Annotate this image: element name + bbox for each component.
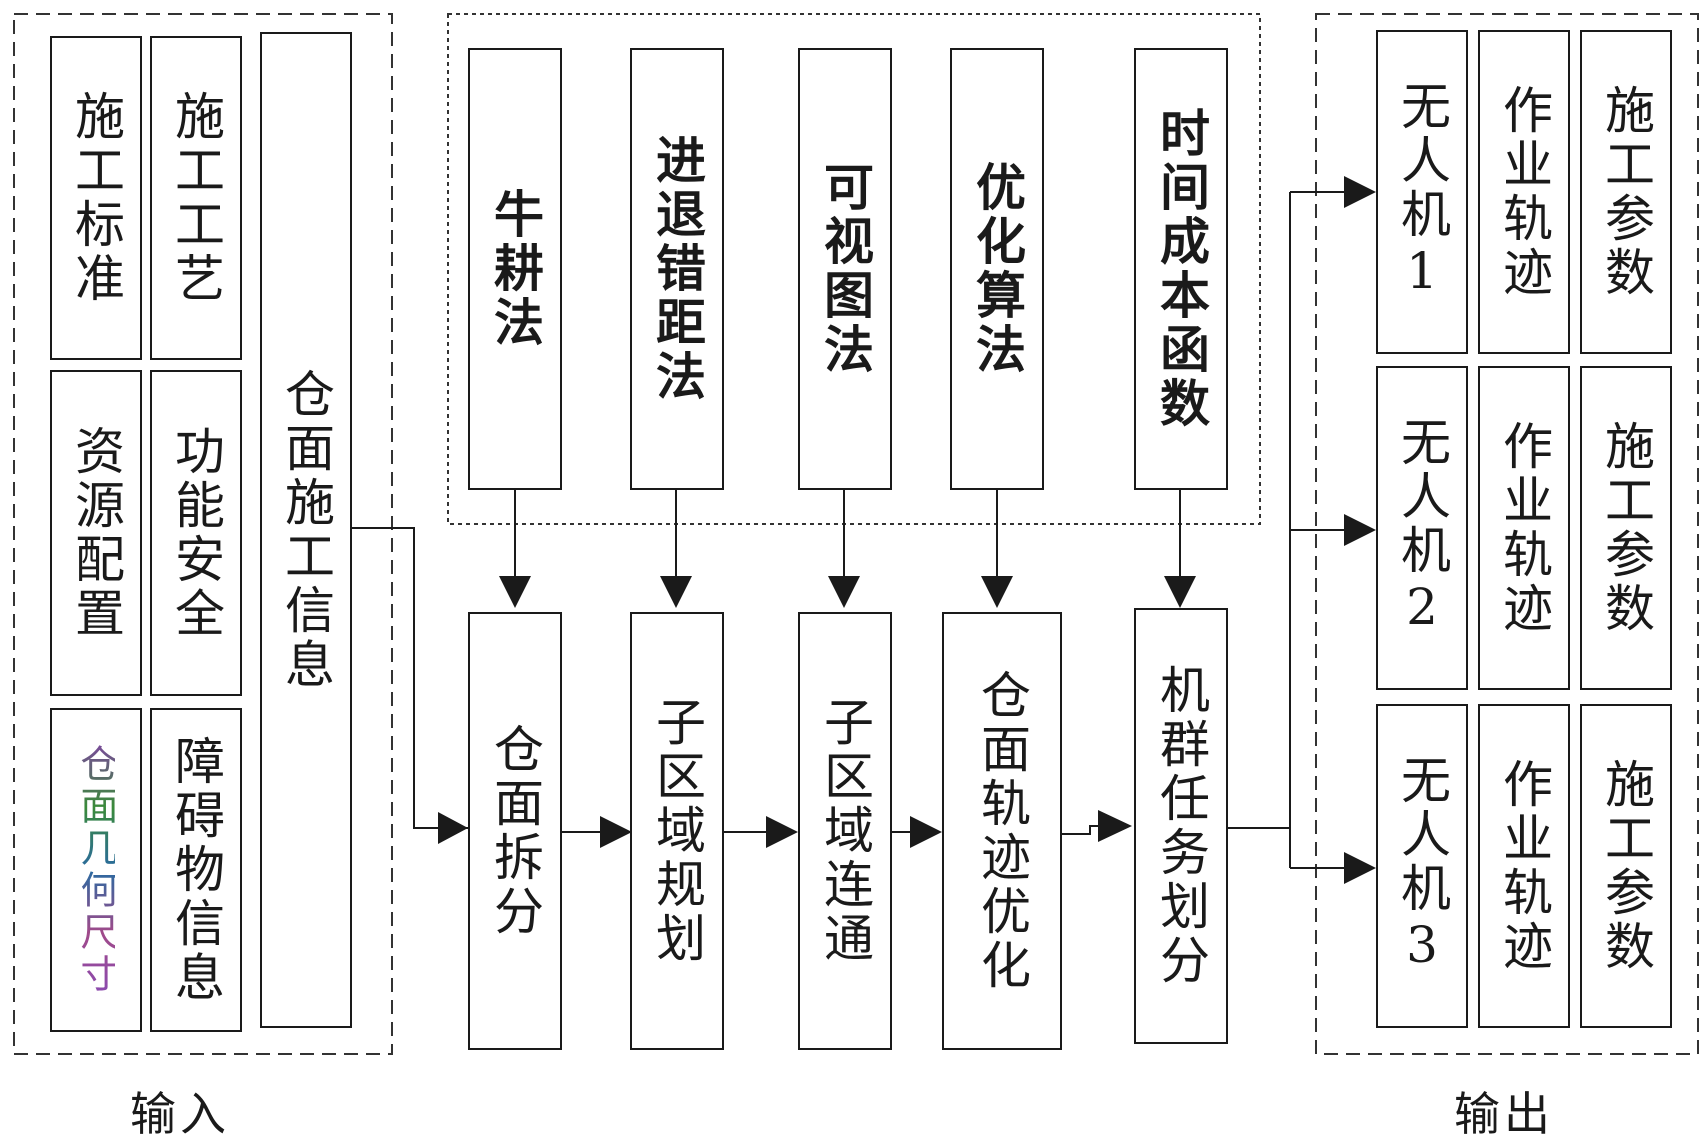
output-uav2-params-box: 施工参数: [1580, 366, 1672, 690]
method-ox-plow-label: 牛耕法: [486, 188, 545, 350]
method-ox-plow-box: 牛耕法: [468, 48, 562, 490]
output-uav2-label: 无人机2: [1393, 416, 1451, 640]
input-construction-standard-label: 施工标准: [67, 90, 125, 306]
input-surface-info-label: 仓面施工信息: [277, 368, 335, 692]
output-uav1-params-label: 施工参数: [1597, 84, 1655, 300]
input-resource-allocation-label: 资源配置: [67, 425, 125, 641]
step-surface-split-label: 仓面拆分: [486, 723, 544, 939]
output-uav2-params-label: 施工参数: [1597, 420, 1655, 636]
output-uav2-trajectory-box: 作业轨迹: [1478, 366, 1570, 690]
input-group-label: 输入: [130, 1087, 230, 1141]
step-subregion-plan-box: 子区域规划: [630, 612, 724, 1050]
input-construction-process-box: 施工工艺: [150, 36, 242, 360]
input-geometry-size-label: 仓面几何尺寸: [74, 744, 118, 996]
arrow-opt-to-task: [1062, 825, 1098, 835]
input-group-frame: [13, 13, 393, 1055]
input-obstacle-info-label: 障碍物信息: [167, 735, 225, 1005]
step-subregion-plan-label: 子区域规划: [648, 696, 706, 966]
input-resource-allocation-box: 资源配置: [50, 370, 142, 696]
input-functional-safety-box: 功能安全: [150, 370, 242, 696]
output-uav2-trajectory-label: 作业轨迹: [1495, 420, 1553, 636]
method-visibility-box: 可视图法: [798, 48, 892, 490]
output-uav1-label: 无人机1: [1393, 80, 1451, 304]
method-visibility-label: 可视图法: [816, 161, 875, 377]
input-functional-safety-label: 功能安全: [167, 425, 225, 641]
arrow-input-to-split: [352, 527, 468, 829]
output-uav1-trajectory-box: 作业轨迹: [1478, 30, 1570, 354]
output-uav1-box: 无人机1: [1376, 30, 1468, 354]
input-construction-process-label: 施工工艺: [167, 90, 225, 306]
output-uav2-box: 无人机2: [1376, 366, 1468, 690]
output-group-label: 输出: [1454, 1087, 1554, 1141]
output-uav3-trajectory-box: 作业轨迹: [1478, 704, 1570, 1028]
output-uav3-params-box: 施工参数: [1580, 704, 1672, 1028]
step-task-division-box: 机群任务划分: [1134, 608, 1228, 1044]
input-surface-info-box: 仓面施工信息: [260, 32, 352, 1028]
output-uav3-label: 无人机3: [1393, 754, 1451, 978]
input-construction-standard-box: 施工标准: [50, 36, 142, 360]
input-geometry-size-box: 仓面几何尺寸: [50, 708, 142, 1032]
step-subregion-connect-box: 子区域连通: [798, 612, 892, 1050]
output-uav1-params-box: 施工参数: [1580, 30, 1672, 354]
method-time-cost-label: 时间成本函数: [1152, 107, 1211, 431]
method-offset-box: 进退错距法: [630, 48, 724, 490]
step-trajectory-opt-label: 仓面轨迹优化: [973, 669, 1031, 993]
output-uav3-trajectory-label: 作业轨迹: [1495, 758, 1553, 974]
step-task-division-label: 机群任务划分: [1152, 664, 1210, 988]
method-optimization-label: 优化算法: [968, 161, 1027, 377]
output-uav3-box: 无人机3: [1376, 704, 1468, 1028]
method-time-cost-box: 时间成本函数: [1134, 48, 1228, 490]
output-uav3-params-label: 施工参数: [1597, 758, 1655, 974]
input-obstacle-info-box: 障碍物信息: [150, 708, 242, 1032]
methods-group-frame: [447, 13, 1261, 525]
output-group-frame: [1315, 13, 1699, 1055]
step-surface-split-box: 仓面拆分: [468, 612, 562, 1050]
method-optimization-box: 优化算法: [950, 48, 1044, 490]
step-subregion-connect-label: 子区域连通: [816, 696, 874, 966]
output-uav1-trajectory-label: 作业轨迹: [1495, 84, 1553, 300]
method-offset-label: 进退错距法: [648, 134, 707, 404]
step-trajectory-opt-box: 仓面轨迹优化: [942, 612, 1062, 1050]
